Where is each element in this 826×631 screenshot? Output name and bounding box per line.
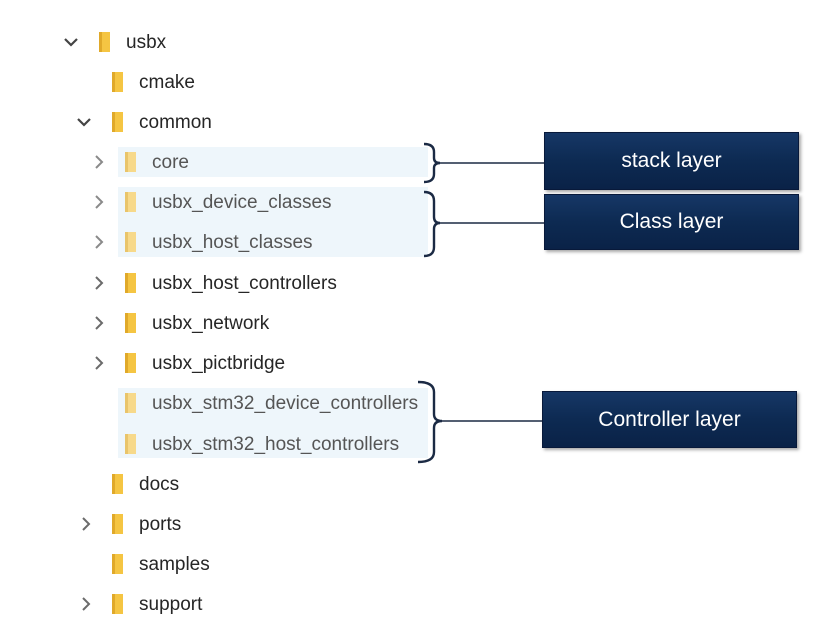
chevron-right-icon[interactable]: [90, 314, 108, 332]
brace-connector-controller: [417, 380, 544, 464]
tree-item-usbx[interactable]: usbx: [126, 32, 167, 53]
tree-item-core[interactable]: core: [152, 152, 189, 173]
folder-icon: [123, 151, 139, 173]
tree-item-cmake[interactable]: cmake: [139, 72, 195, 93]
callout-controller-label: Controller layer: [598, 407, 741, 431]
folder-icon: [110, 111, 126, 133]
folder-icon: [110, 553, 126, 575]
folder-icon: [97, 31, 113, 53]
tree-item-support[interactable]: support: [139, 594, 203, 615]
brace-connector-class: [423, 190, 546, 258]
folder-icon: [123, 272, 139, 294]
callout-stack-label: stack layer: [621, 149, 722, 172]
chevron-right-icon[interactable]: [77, 595, 95, 613]
tree-item-common[interactable]: common: [139, 112, 212, 133]
callout-stack-layer: stack layer: [544, 132, 799, 190]
folder-icon: [123, 392, 139, 414]
tree-item-docs[interactable]: docs: [139, 474, 180, 495]
tree-item-usbx-pictbridge[interactable]: usbx_pictbridge: [152, 353, 286, 374]
chevron-right-icon[interactable]: [90, 274, 108, 292]
tree-item-usbx-host-controllers[interactable]: usbx_host_controllers: [152, 273, 337, 294]
folder-icon: [110, 71, 126, 93]
chevron-right-icon[interactable]: [90, 153, 108, 171]
tree-item-usbx-stm32-device-controllers[interactable]: usbx_stm32_device_controllers: [152, 393, 419, 414]
folder-icon: [123, 231, 139, 253]
callout-class-layer: Class layer: [544, 194, 799, 250]
chevron-down-icon[interactable]: [75, 113, 93, 131]
folder-icon: [123, 352, 139, 374]
tree-item-usbx-network[interactable]: usbx_network: [152, 313, 270, 334]
chevron-down-icon[interactable]: [62, 33, 80, 51]
row-highlight-class-group: [118, 187, 428, 257]
folder-icon: [110, 473, 126, 495]
folder-icon: [123, 312, 139, 334]
brace-connector-stack: [423, 142, 546, 184]
chevron-right-icon[interactable]: [90, 233, 108, 251]
row-highlight-controller-group: [118, 388, 428, 458]
row-highlight-core: [118, 147, 428, 177]
folder-icon: [110, 593, 126, 615]
folder-icon: [123, 191, 139, 213]
callout-class-label: Class layer: [619, 210, 724, 233]
tree-item-ports[interactable]: ports: [139, 514, 182, 535]
tree-item-usbx-device-classes[interactable]: usbx_device_classes: [152, 192, 332, 213]
folder-icon: [110, 513, 126, 535]
chevron-right-icon[interactable]: [90, 193, 108, 211]
callout-controller-layer: Controller layer: [542, 391, 797, 448]
chevron-right-icon[interactable]: [90, 354, 108, 372]
chevron-right-icon[interactable]: [77, 515, 95, 533]
tree-item-usbx-host-classes[interactable]: usbx_host_classes: [152, 232, 313, 253]
folder-icon: [123, 433, 139, 455]
tree-item-samples[interactable]: samples: [139, 554, 210, 575]
tree-item-usbx-stm32-host-controllers[interactable]: usbx_stm32_host_controllers: [152, 434, 400, 455]
